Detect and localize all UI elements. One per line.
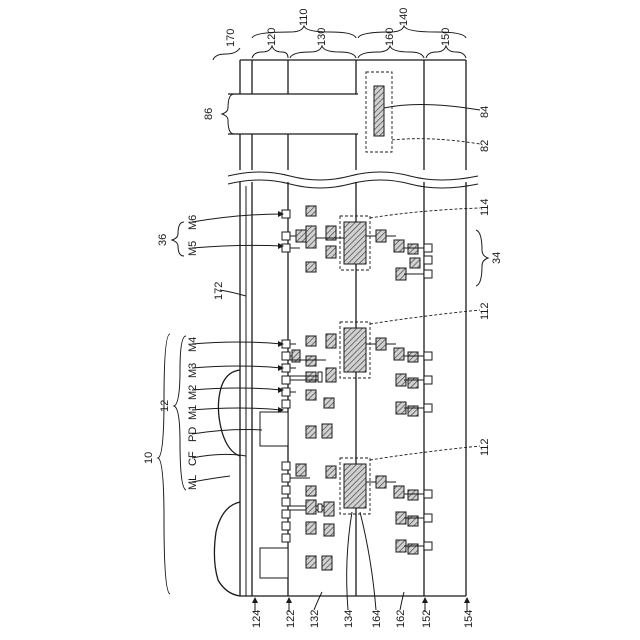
label-m1: M1	[187, 405, 199, 420]
photodiode-1	[260, 412, 288, 446]
top-labels: 170 120 110 130 140 160 150	[225, 8, 452, 47]
right-labels: 84 82 114 34 112 112	[370, 104, 503, 460]
microlenses	[214, 370, 240, 596]
label-140: 140	[398, 8, 410, 26]
break-line	[228, 170, 478, 188]
label-36: 36	[157, 234, 169, 246]
pad-opening	[228, 94, 358, 134]
label-122: 122	[285, 610, 297, 628]
label-cf: CF	[187, 451, 199, 466]
label-150: 150	[440, 28, 452, 46]
label-86: 86	[203, 108, 215, 120]
label-112b: 112	[479, 438, 491, 456]
label-170: 170	[225, 29, 237, 47]
interconnect-stack-m5m6	[282, 206, 344, 272]
label-110: 110	[298, 8, 310, 26]
pad-84	[374, 86, 384, 136]
label-m2: M2	[187, 385, 199, 400]
label-10: 10	[143, 452, 155, 464]
label-130: 130	[316, 28, 328, 46]
label-164: 164	[371, 610, 383, 628]
interconnect-stack-pd2	[282, 462, 336, 570]
left-labels: 86 36 M6 M5 172 M4 M3 M2 M1 PD CF ML 12 …	[143, 94, 284, 594]
label-134: 134	[343, 610, 355, 628]
label-ml: ML	[187, 475, 199, 490]
lower-chip-wiring	[366, 230, 432, 554]
label-132: 132	[309, 610, 321, 628]
label-154: 154	[463, 610, 475, 628]
interconnect-stack-pd1	[282, 334, 336, 438]
top-brackets	[213, 26, 466, 60]
label-124: 124	[251, 610, 263, 628]
bonding-pads	[340, 216, 370, 514]
photodiode-2	[260, 548, 288, 578]
label-12: 12	[159, 400, 171, 412]
label-112a: 112	[479, 302, 491, 320]
label-82: 82	[479, 140, 491, 152]
label-m6: M6	[187, 215, 199, 230]
label-152: 152	[421, 610, 433, 628]
label-162: 162	[395, 610, 407, 628]
label-160: 160	[384, 28, 396, 46]
label-84: 84	[479, 106, 491, 118]
label-m3: M3	[187, 363, 199, 378]
label-34: 34	[491, 252, 503, 264]
label-114: 114	[479, 198, 491, 216]
label-120: 120	[266, 28, 278, 46]
